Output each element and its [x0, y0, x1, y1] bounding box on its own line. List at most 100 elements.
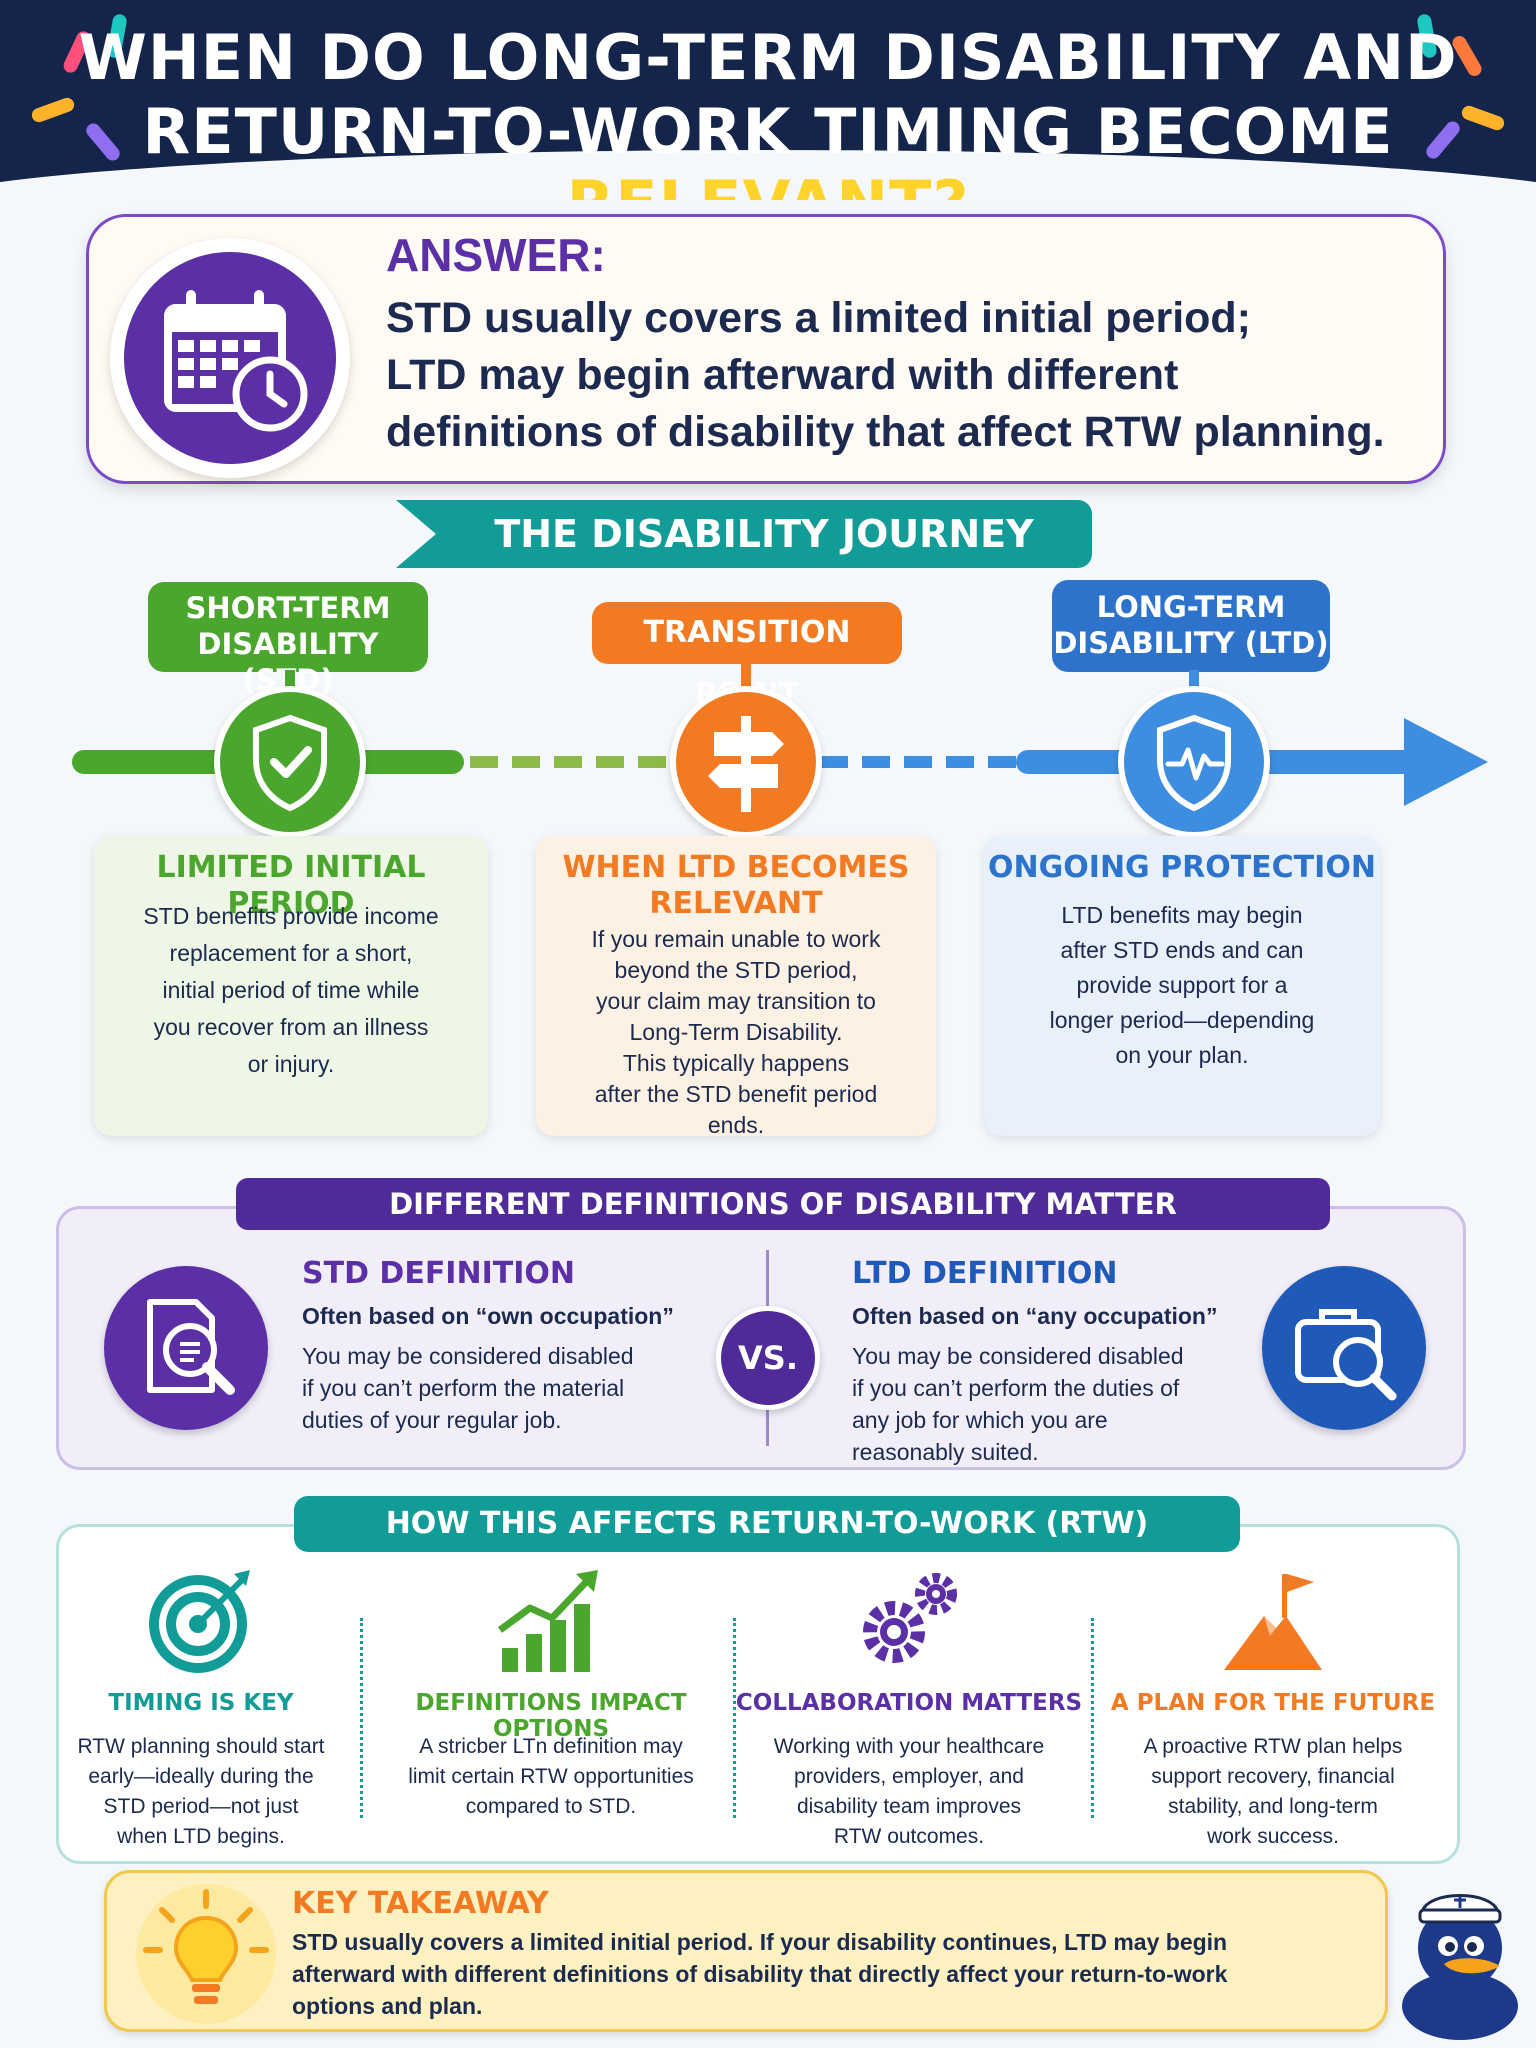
- card-body-line: If you remain unable to work: [591, 926, 881, 952]
- page-title-line-2: RETURN-TO-WORK TIMING BECOME RELEVANT?: [0, 95, 1536, 201]
- def-body-line: You may be considered disabled: [302, 1343, 634, 1369]
- timeline-stem: [741, 662, 751, 692]
- card-title: ONGOING PROTECTION: [988, 850, 1376, 885]
- stage-label-ltd: LONG-TERM DISABILITY (LTD): [1052, 580, 1330, 672]
- journey-banner: [396, 500, 1092, 568]
- rtw-body-line: limit certain RTW opportunities: [408, 1765, 694, 1788]
- ltd-definition-body: You may be considered disabled if you ca…: [852, 1340, 1184, 1468]
- title-plain: RETURN-TO-WORK TIMING BECOME: [142, 95, 1394, 168]
- stage-label-std: SHORT-TERM DISABILITY (STD): [148, 582, 428, 697]
- takeaway-line: STD usually covers a limited initial per…: [292, 1929, 1228, 1955]
- signpost-icon: [670, 686, 822, 838]
- definitions-banner: [236, 1178, 1330, 1230]
- card-body-line: replacement for a short,: [169, 940, 413, 966]
- timeline-stem: [1189, 670, 1199, 694]
- takeaway-line: afterward with different definitions of …: [292, 1961, 1228, 1987]
- takeaway-panel: [104, 1870, 1388, 2032]
- timeline-dashed-segment: [820, 756, 1020, 768]
- card-body-line: STD benefits provide income: [143, 903, 439, 929]
- rtw-item-collaboration: COLLABORATION MATTERS Working with your …: [736, 1566, 1082, 1856]
- rtw-item-body: A stricber LTn definition may limit cert…: [382, 1732, 720, 1822]
- card-body: STD benefits provide income replacement …: [104, 898, 478, 1083]
- stage-label-line: DISABILITY (LTD): [1053, 626, 1329, 660]
- stage-label-line: DISABILITY (STD): [197, 627, 379, 697]
- stage-label-line: SHORT-TERM: [185, 591, 391, 625]
- card-body-line: or injury.: [247, 1051, 335, 1077]
- rtw-body-line: RTW outcomes.: [833, 1825, 985, 1848]
- card-body-line: longer period—depending: [1049, 1007, 1315, 1033]
- stage-card-transition: WHEN LTD BECOMES RELEVANT If you remain …: [536, 836, 936, 1138]
- answer-line: STD usually covers a limited initial per…: [386, 294, 1251, 342]
- card-body-line: on your plan.: [1115, 1042, 1249, 1068]
- card-body-line: after the STD benefit period: [594, 1081, 878, 1107]
- answer-text: STD usually covers a limited initial per…: [386, 290, 1426, 461]
- std-definition-heading: STD DEFINITION: [302, 1256, 575, 1291]
- card-body-line: This typically happens: [622, 1050, 850, 1076]
- std-definition-sub: Often based on “own occupation”: [302, 1303, 674, 1329]
- sailor-duck-icon: [1388, 1868, 1528, 2044]
- briefcase-search-icon: [1262, 1266, 1426, 1430]
- answer-label: ANSWER:: [386, 229, 606, 281]
- rtw-body-line: RTW planning should start: [77, 1735, 325, 1758]
- rtw-body-line: compared to STD.: [465, 1795, 637, 1818]
- card-body-line: initial period of time while: [162, 977, 420, 1003]
- rtw-body-line: STD period—not just: [103, 1795, 299, 1818]
- card-body-line: LTD benefits may begin: [1061, 902, 1303, 928]
- card-body-line: you recover from an illness: [153, 1014, 429, 1040]
- rtw-separator: [733, 1618, 736, 1818]
- shield-check-icon: [214, 686, 366, 838]
- journey-title: THE DISABILITY JOURNEY: [494, 512, 1034, 556]
- rtw-item-timing: TIMING IS KEY RTW planning should start …: [36, 1566, 366, 1856]
- rtw-body-line: work success.: [1207, 1825, 1339, 1848]
- rtw-banner: [294, 1496, 1240, 1552]
- def-body-line: reasonably suited.: [852, 1439, 1039, 1465]
- card-body-line: after STD ends and can: [1060, 937, 1304, 963]
- timeline-arrow-head: [1404, 718, 1488, 806]
- def-body-line: if you can’t perform the duties of: [852, 1375, 1180, 1401]
- rtw-body-line: disability team improves: [796, 1795, 1022, 1818]
- answer-line: definitions of disability that affect RT…: [386, 408, 1385, 456]
- rtw-item-title: A PLAN FOR THE FUTURE: [1110, 1690, 1436, 1716]
- stage-card-ltd: ONGOING PROTECTION LTD benefits may begi…: [984, 836, 1380, 1136]
- ltd-definition-sub: Often based on “any occupation”: [852, 1303, 1218, 1329]
- card-title: LIMITED INITIAL PERIOD: [156, 850, 426, 921]
- header: WHEN DO LONG-TERM DISABILITY AND RETURN-…: [0, 0, 1536, 200]
- target-icon: [146, 1566, 256, 1676]
- rtw-body-line: A proactive RTW plan helps: [1143, 1735, 1403, 1758]
- rtw-body-line: early—ideally during the: [88, 1765, 314, 1788]
- rtw-panel: [56, 1524, 1460, 1864]
- rtw-body-line: providers, employer, and: [794, 1765, 1024, 1788]
- timeline-stem: [285, 670, 295, 694]
- rtw-body-line: A stricber LTn definition may: [419, 1735, 683, 1758]
- rtw-item-title: COLLABORATION MATTERS: [735, 1690, 1083, 1716]
- answer-line: LTD may begin afterward with different: [386, 351, 1179, 399]
- ltd-definition-heading: LTD DEFINITION: [852, 1256, 1118, 1291]
- takeaway-title: KEY TAKEAWAY: [292, 1886, 549, 1921]
- lightbulb-icon: [136, 1884, 276, 2024]
- rtw-separator: [1091, 1618, 1094, 1818]
- definitions-title: DIFFERENT DEFINITIONS OF DISABILITY MATT…: [389, 1187, 1177, 1221]
- rtw-item-title: TIMING IS KEY: [108, 1690, 294, 1716]
- stage-label-transition: TRANSITION POINT: [592, 602, 902, 712]
- card-body: LTD benefits may begin after STD ends an…: [994, 898, 1370, 1073]
- def-body-line: any job for which you are: [852, 1407, 1108, 1433]
- def-body-line: duties of your regular job.: [302, 1407, 562, 1433]
- card-body: If you remain unable to work beyond the …: [546, 924, 926, 1141]
- calendar-clock-icon: [124, 252, 336, 464]
- stage-label-line: LONG-TERM: [1096, 590, 1286, 624]
- card-body-line: beyond the STD period,: [614, 957, 858, 983]
- std-definition-body: You may be considered disabled if you ca…: [302, 1340, 634, 1436]
- rtw-item-definitions: DEFINITIONS IMPACT OPTIONS A stricber LT…: [386, 1566, 716, 1856]
- def-body-line: if you can’t perform the material: [302, 1375, 625, 1401]
- card-title-line: WHEN LTD BECOMES: [562, 850, 910, 885]
- gears-icon: [854, 1566, 964, 1676]
- title-highlight: RELEVANT?: [567, 167, 970, 201]
- card-body-line: your claim may transition to: [596, 988, 876, 1014]
- timeline-dashed-segment: [470, 756, 680, 768]
- rtw-item-body: RTW planning should start early—ideally …: [32, 1732, 370, 1852]
- def-body-line: You may be considered disabled: [852, 1343, 1184, 1369]
- mountain-flag-icon: [1218, 1566, 1328, 1676]
- vs-badge: VS.: [716, 1306, 820, 1410]
- rtw-item-future: A PLAN FOR THE FUTURE A proactive RTW pl…: [1108, 1566, 1438, 1856]
- rtw-item-title: DEFINITIONS IMPACT OPTIONS: [415, 1690, 687, 1742]
